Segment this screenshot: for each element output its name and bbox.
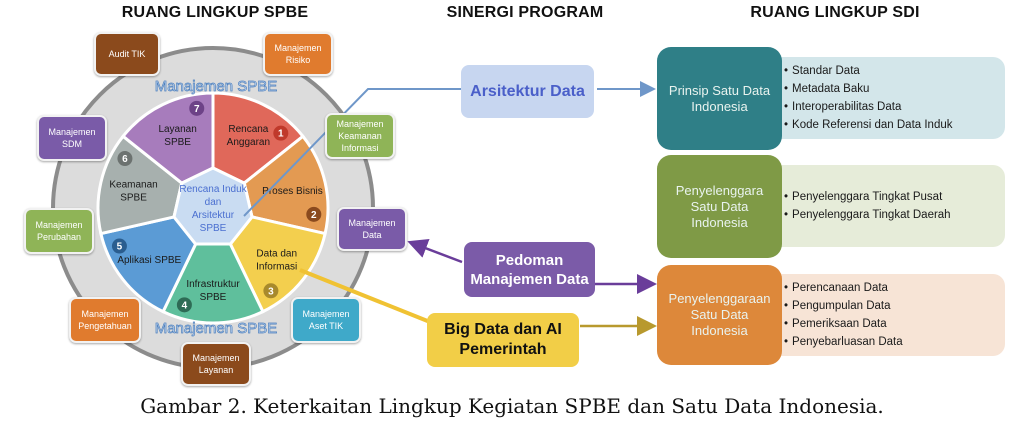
box-audit-tik-label: Audit TIK [108,49,146,59]
box-manajemen-data[interactable]: Manajemen Data [337,207,407,251]
segment-badge-5 [111,238,127,254]
sdi-head-prinsip[interactable]: Prinsip Satu Data Indonesia [657,47,782,150]
sdi-list-penyelenggara: Penyelenggara Tingkat Pusat Penyelenggar… [770,165,1005,247]
sdi-item: Perencanaan Data [784,279,1005,297]
segment-label: SPBE [200,292,227,303]
program-big-data-line-1: Big Data dan AI [444,321,562,338]
segment-label: SPBE [120,192,147,203]
segment-badge-number: 1 [278,129,284,140]
program-arsitektur-data-label: Arsitektur Data [470,82,585,100]
segment-label: Proses Bisnis [262,186,323,197]
segment-badge-4 [176,297,192,313]
segment-label: Aplikasi SPBE [117,255,181,266]
segment-label: Infrastruktur [186,279,240,290]
segment-badge-number: 2 [311,210,317,221]
sdi-list-penyelenggaraan: Perencanaan Data Pengumpulan Data Pemeri… [770,274,1005,356]
center-line-1: Rencana Induk [179,184,247,195]
connector-pedoman-to-manajemen-data [407,238,463,264]
header-ruang-lingkup-spbe: RUANG LINGKUP SPBE [121,4,309,21]
header-ruang-lingkup-sdi: RUANG LINGKUP SDI [750,4,920,21]
sdi-item: Metadata Baku [784,80,1005,98]
segment-label: SPBE [164,137,191,148]
box-manajemen-layanan[interactable]: Manajemen Layanan [181,342,251,386]
segment-label: Rencana [228,124,268,135]
segment-badge-1 [273,125,289,141]
sdi-item: Pengumpulan Data [784,297,1005,315]
sdi-item: Penyelenggara Tingkat Pusat [784,188,1005,206]
figure-caption: Gambar 2. Keterkaitan Lingkup Kegiatan S… [140,394,884,418]
center-line-2: dan [204,197,222,208]
box-audit-tik[interactable]: Audit TIK [94,32,160,76]
box-manajemen-keamanan-informasi[interactable]: Manajemen Keamanan Informasi [325,113,395,159]
sdi-head-prinsip-line-1: Prinsip Satu Data [668,82,771,98]
segment-label: Data dan [256,248,297,259]
sdi-head-penyelenggara[interactable]: Penyelenggara Satu Data Indonesia [657,155,782,258]
sdi-item: Pemeriksaan Data [784,315,1005,333]
box-manajemen-layanan-label: Manajemen Layanan [192,353,240,375]
center-line-4: SPBE [199,223,227,234]
sdi-item: Interoperabilitas Data [784,98,1005,116]
center-label: Rencana Induk dan Arsitektur SPBE [163,183,263,235]
segment-label: Layanan [158,124,196,135]
segment-badge-number: 3 [268,286,274,297]
box-manajemen-pengetahuan-label: Manajemen Pengetahuan [78,309,132,331]
box-manajemen-aset-tik-label: Manajemen Aset TIK [302,309,350,331]
sdi-item: Penyelenggara Tingkat Daerah [784,206,1005,224]
segment-badge-number: 4 [182,300,188,311]
sdi-list-prinsip: Standar Data Metadata Baku Interoperabil… [770,57,1005,139]
segment-label: Anggaran [227,137,270,148]
sdi-head-penyelenggaraan-line-1: Penyelenggaraan [668,291,771,306]
sdi-item: Standar Data [784,62,1005,80]
box-manajemen-aset-tik[interactable]: Manajemen Aset TIK [291,297,361,343]
sdi-head-penyelenggaraan[interactable]: Penyelenggaraan Satu Data Indonesia [657,265,782,365]
sdi-head-penyelenggara-line-3: Indonesia [691,214,748,230]
box-manajemen-data-label: Manajemen Data [348,218,396,240]
program-big-data-line-2: Pemerintah [459,341,547,358]
segment-badge-7 [189,100,205,116]
wheel-center [172,166,254,246]
segment-label: Keamanan [109,179,157,190]
segment-label: Informasi [256,261,297,272]
box-manajemen-sdm-label: Manajemen SDM [48,127,96,149]
segment-badge-number: 6 [122,154,128,165]
segment-badge-3 [263,283,279,299]
box-manajemen-risiko-label: Manajemen Risiko [274,43,322,65]
sdi-head-penyelenggaraan-line-2: Satu Data [690,307,749,322]
box-manajemen-pengetahuan[interactable]: Manajemen Pengetahuan [69,297,141,343]
sdi-head-prinsip-line-2: Indonesia [691,98,748,114]
program-pedoman-line-1: Pedoman [495,251,564,269]
segment-badge-number: 5 [117,242,123,253]
connector-arsitektur-to-center [243,88,461,217]
center-line-3: Arsitektur [191,210,235,221]
sdi-item: Penyebarluasan Data [784,333,1005,351]
box-manajemen-perubahan[interactable]: Manajemen Perubahan [24,208,94,254]
sdi-head-penyelenggara-line-2: Satu Data [690,198,749,214]
box-manajemen-perubahan-label: Manajemen Perubahan [35,220,83,242]
box-manajemen-keamanan-informasi-label: Manajemen Keamanan Informasi [336,119,384,153]
segment-badge-number: 7 [194,104,200,115]
program-pedoman-line-2: Manajemen Data [470,270,589,288]
ring-label-bottom: Manajemen SPBE [155,320,278,337]
segment-badge-6 [117,151,133,167]
box-manajemen-risiko[interactable]: Manajemen Risiko [263,32,333,76]
sdi-head-penyelenggaraan-line-3: Indonesia [691,323,748,338]
sdi-item: Kode Referensi dan Data Induk [784,116,1005,134]
program-big-data-ai[interactable]: Big Data dan AI Pemerintah [427,313,579,367]
connector-data-informasi-to-bigdata [299,268,431,324]
ring-label-top: Manajemen SPBE [155,78,278,95]
box-manajemen-sdm[interactable]: Manajemen SDM [37,115,107,161]
segment-badge-2 [306,206,322,222]
program-pedoman-manajemen-data[interactable]: Pedoman Manajemen Data [464,242,595,297]
wheel-segment-7[interactable] [120,91,215,185]
sdi-head-penyelenggara-line-1: Penyelenggara [675,182,764,198]
program-arsitektur-data[interactable]: Arsitektur Data [461,65,594,118]
header-sinergi-program: SINERGI PROGRAM [446,4,604,21]
